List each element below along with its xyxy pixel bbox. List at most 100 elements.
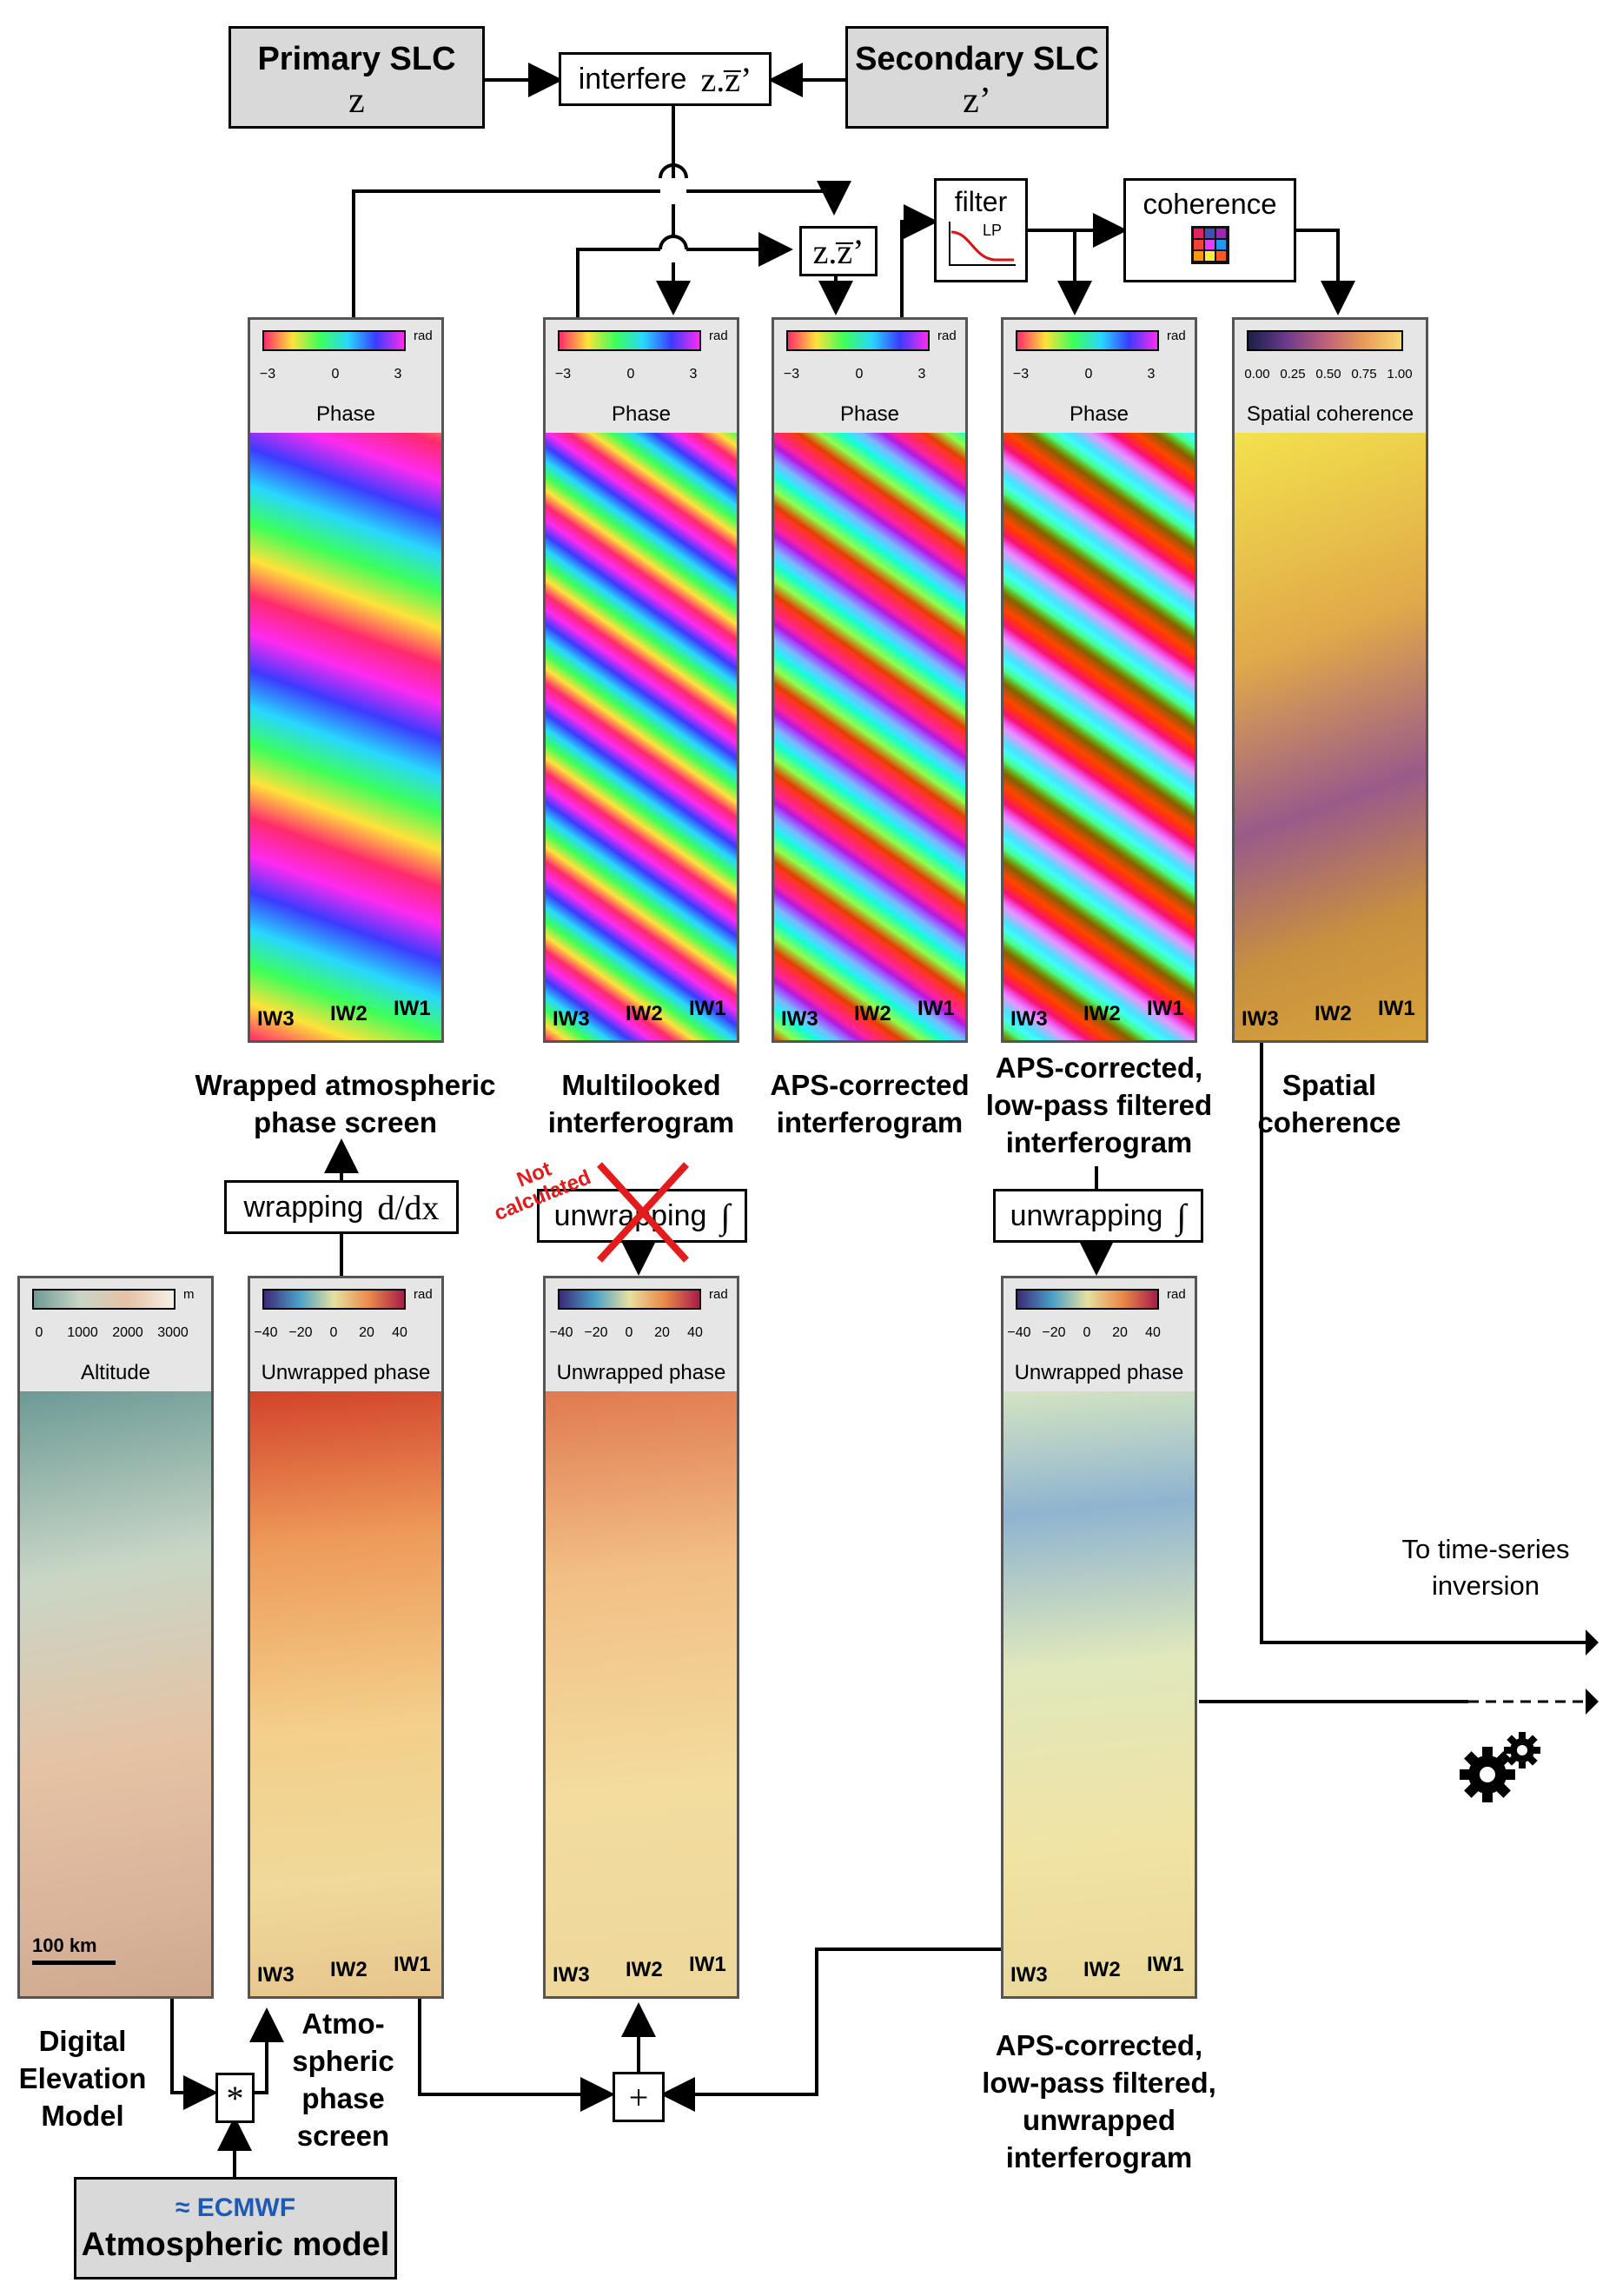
swath-label: IW3 <box>1010 1007 1048 1031</box>
swath-label: IW1 <box>1378 997 1415 1020</box>
phase-map <box>774 433 965 1040</box>
colorbar-tick: 0.75 <box>1351 367 1377 382</box>
colorbar-tick: −20 <box>584 1325 608 1340</box>
swath-label: IW1 <box>394 1953 431 1976</box>
colorbar-tick: 0 <box>329 1325 338 1340</box>
swath-label: IW1 <box>1147 997 1184 1020</box>
correction-formula: z.z̅’ <box>812 231 864 271</box>
colorbar-tick: −40 <box>1007 1325 1031 1340</box>
swath-label: IW2 <box>330 1958 368 1981</box>
secondary-slc-symbol: z’ <box>963 81 991 121</box>
primary-slc-title: Primary SLC <box>257 41 456 77</box>
swath-label: IW2 <box>626 1002 663 1025</box>
lowpass-icon: LP <box>949 222 1016 266</box>
swath-label: IW2 <box>854 1002 891 1025</box>
colorbar-tick: 3000 <box>157 1325 189 1340</box>
coherence-map <box>1235 433 1426 1040</box>
primary-slc-symbol: z <box>348 81 365 121</box>
colorbar-tick: 0.25 <box>1280 367 1306 382</box>
panel-title: Phase <box>1069 402 1129 426</box>
swath-label: IW2 <box>1315 1002 1352 1025</box>
swath-label: IW3 <box>257 1007 295 1031</box>
unwrapping-box: unwrapping ∫ <box>993 1189 1203 1243</box>
secondary-slc-box: Secondary SLC z’ <box>845 26 1109 129</box>
multiply-symbol: * <box>226 2078 244 2118</box>
colorbar-tick: 0 <box>855 367 864 382</box>
ecmwf-logo-text: ECMWF <box>196 2193 296 2222</box>
panel-aps-filtered: rad −3 0 3 Phase IW3 IW2 IW1 <box>1001 317 1197 1043</box>
swath-label: IW1 <box>917 997 955 1020</box>
colorbar-tick: 0 <box>331 367 340 382</box>
colorbar-tick: 0 <box>626 367 635 382</box>
colorbar-tick: 20 <box>359 1325 374 1340</box>
colorbar-unit: rad <box>1167 1287 1186 1302</box>
caption-aps-corrected: APS-corrected interferogram <box>770 1069 970 1138</box>
colorbar-tick: 0 <box>35 1325 43 1340</box>
phase-map <box>250 433 441 1040</box>
swath-label: IW2 <box>626 1958 663 1981</box>
panel-title: Phase <box>611 402 672 426</box>
colorbar-tick: −40 <box>254 1325 278 1340</box>
swath-label: IW3 <box>1010 1963 1048 1987</box>
colorbar-tick: 40 <box>687 1325 703 1340</box>
swath-label: IW3 <box>553 1007 590 1031</box>
colorbar-tick: −3 <box>1012 367 1030 382</box>
colorbar-tick: 0.50 <box>1315 367 1341 382</box>
colorbar-tick: −3 <box>554 367 572 382</box>
colorbar-tick: −20 <box>1042 1325 1066 1340</box>
caption-aps-filtered: APS-corrected, low-pass filtered interfe… <box>985 1052 1213 1158</box>
colorbar-tick: 1000 <box>67 1325 98 1340</box>
caption-spatial-coherence: Spatial coherence <box>1257 1069 1401 1138</box>
swath-label: IW3 <box>257 1963 295 1987</box>
panel-title: Unwrapped phase <box>556 1361 726 1384</box>
coherence-grid-icon <box>1190 226 1229 264</box>
unwrapped-phase-map <box>1003 1391 1195 1996</box>
panel-aps-corrected: rad −3 0 3 Phase IW3 IW2 IW1 <box>772 317 968 1043</box>
wrapping-box: wrapping d/dx <box>224 1180 459 1234</box>
ecmwf-logo-icon: ≈ <box>175 2193 190 2222</box>
colorbar-unit: rad <box>414 1287 433 1302</box>
panel-title: Unwrapped phase <box>261 1361 431 1384</box>
colorbar-unit: rad <box>937 328 957 343</box>
add-box: + <box>613 2072 665 2122</box>
unwrapped-phase-map <box>546 1391 737 1996</box>
unwrapping-label: unwrapping <box>1010 1198 1163 1232</box>
colorbar-tick: 0 <box>1084 367 1093 382</box>
swath-label: IW3 <box>1242 1007 1279 1031</box>
colorbar-tick: −3 <box>259 367 276 382</box>
swath-label: IW3 <box>553 1963 590 1987</box>
swath-label: IW2 <box>1083 1958 1121 1981</box>
caption-dem: Digital Elevation Model <box>18 2025 147 2132</box>
wrapping-label: wrapping <box>243 1190 364 1224</box>
colorbar-tick: 40 <box>392 1325 407 1340</box>
swath-label: IW1 <box>1147 1953 1184 1976</box>
wrapping-formula: d/dx <box>377 1187 440 1227</box>
swath-label: IW2 <box>1083 1002 1121 1025</box>
swath-label: IW1 <box>689 1953 726 1976</box>
colorbar-unit: rad <box>1167 328 1186 343</box>
panel-unwrapped-multilooked: rad −40 −20 0 20 40 Unwrapped phase IW3 … <box>543 1276 739 1999</box>
colorbar-tick: 40 <box>1145 1325 1161 1340</box>
panel-title: Unwrapped phase <box>1014 1361 1184 1384</box>
colorbar-tick: 0.00 <box>1244 367 1270 382</box>
swath-label: IW2 <box>330 1002 368 1025</box>
panel-title: Altitude <box>80 1361 151 1384</box>
panel-spatial-coherence: 0.00 0.25 0.50 0.75 1.00 Spatial coheren… <box>1232 317 1428 1043</box>
atmospheric-model-title: Atmospheric model <box>81 2226 390 2263</box>
add-symbol: + <box>628 2077 649 2117</box>
secondary-slc-title: Secondary SLC <box>855 41 1099 77</box>
panel-wrapped-aps: rad −3 0 3 Phase IW3 IW2 IW1 <box>248 317 444 1043</box>
colorbar-tick: 20 <box>1112 1325 1128 1340</box>
gears-icon <box>1460 1732 1540 1802</box>
caption-unwrapped-filtered: APS-corrected, low-pass filtered, unwrap… <box>982 2029 1216 2173</box>
colorbar-tick: 3 <box>689 367 698 382</box>
filter-label: filter <box>954 186 1008 217</box>
colorbar-tick: −20 <box>288 1325 313 1340</box>
swath-label: IW1 <box>689 997 726 1020</box>
scale-bar-label: 100 km <box>32 1934 97 1956</box>
filter-box: filter LP <box>934 178 1028 282</box>
colorbar-tick: 0 <box>625 1325 633 1340</box>
interfere-label: interfere <box>578 62 687 96</box>
